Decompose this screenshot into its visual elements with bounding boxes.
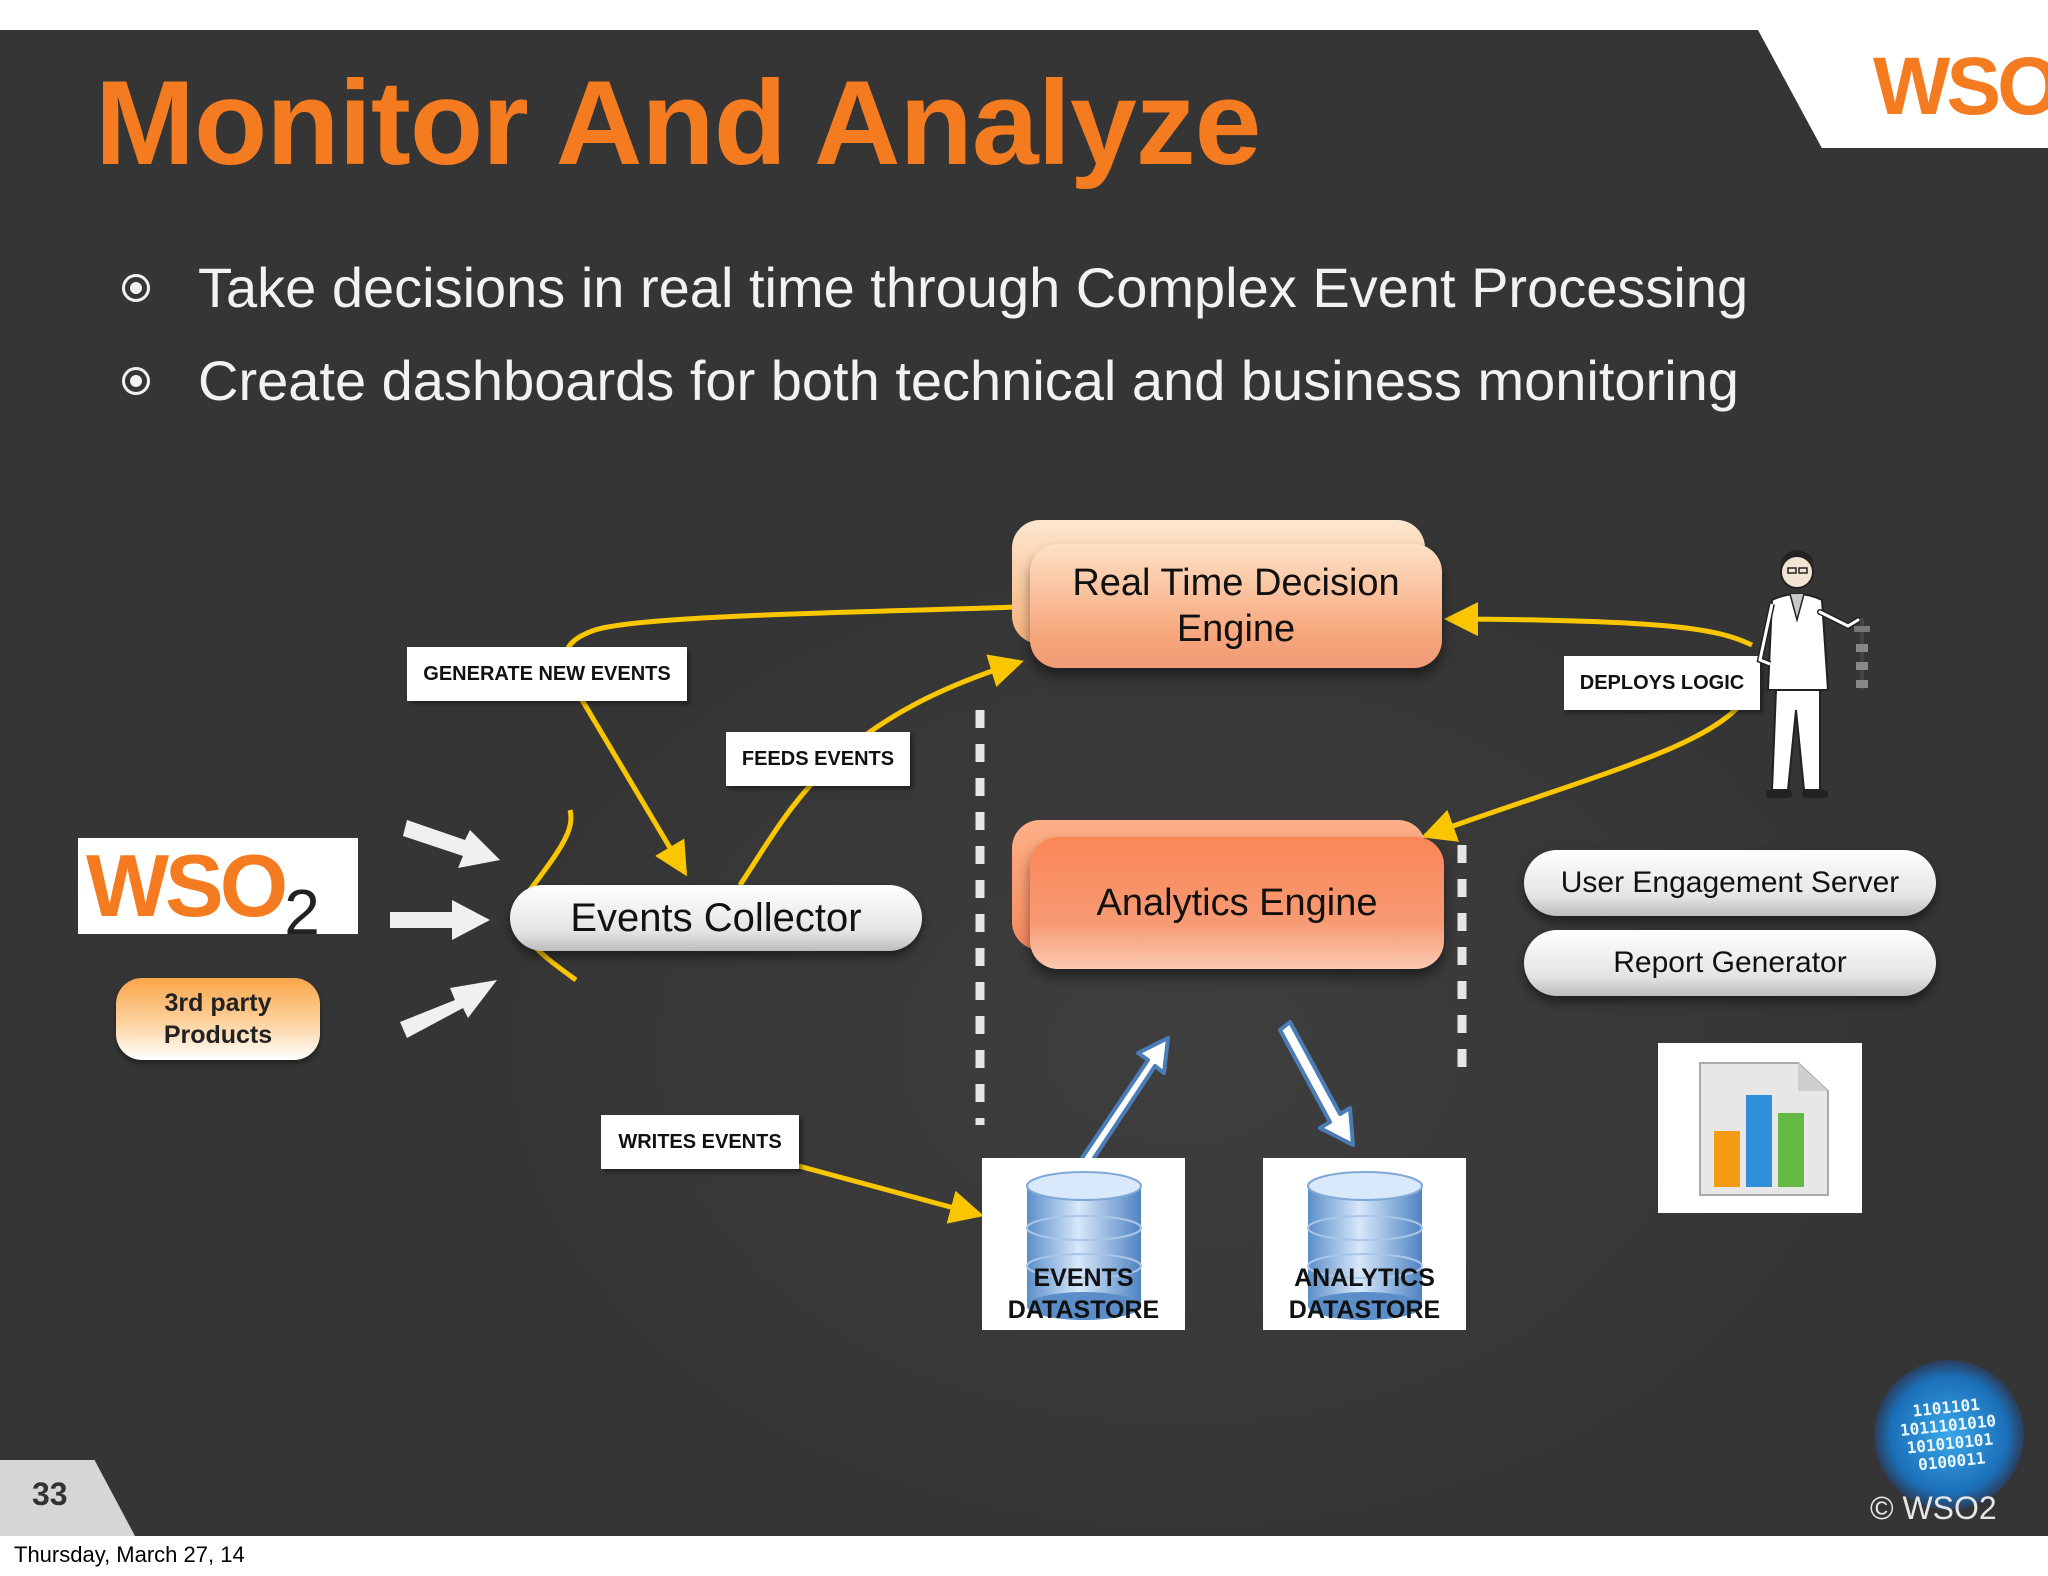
brand-logo: WSO2 (1873, 40, 2048, 148)
page-number: 33 (32, 1476, 68, 1512)
report-chart-icon (1699, 1062, 1829, 1196)
bullet-text-1: Take decisions in real time through Comp… (198, 256, 1749, 319)
analytics-datastore-line2: DATASTORE (1288, 1296, 1441, 1324)
deploys-logic-connector-top (1444, 602, 1754, 648)
analytics-datastore-line1: ANALYTICS (1294, 1264, 1435, 1292)
events-datastore-line2: DATASTORE (1007, 1296, 1160, 1324)
wso2-logo: WSO2 (86, 838, 320, 934)
wso2-logo-subscript: 2 (284, 876, 320, 934)
report-image (1658, 1043, 1862, 1213)
report-generator: Report Generator (1524, 930, 1936, 996)
logo-text: WSO (1873, 41, 2048, 132)
deploys-logic-connector-bottom (1421, 703, 1742, 842)
events-collector-label: Events Collector (570, 895, 862, 940)
analytics-to-datastore-arrow (1278, 1020, 1355, 1147)
wso2-logo-box: WSO2 (78, 838, 358, 934)
analytics-engine: Analytics Engine (1030, 837, 1444, 969)
bullet-text-2: Create dashboards for both technical and… (198, 349, 1739, 412)
analytics-label: Analytics Engine (1096, 882, 1378, 924)
real-time-decision-engine: Real Time Decision Engine (1030, 544, 1442, 668)
database-icon (1307, 1171, 1423, 1320)
events-datastore-label: EVENTS DATASTORE (982, 1262, 1185, 1326)
user-engagement-server: User Engagement Server (1524, 850, 1936, 916)
bullet-icon (122, 366, 150, 395)
analytics-datastore-label: ANALYTICS DATASTORE (1263, 1262, 1466, 1326)
user-engagement-label: User Engagement Server (1560, 866, 1900, 899)
bullet-icon (122, 273, 150, 302)
developer-figure-icon (1756, 550, 1870, 798)
rtde-label: Real Time Decision Engine (1072, 562, 1400, 650)
footer-date: Thursday, March 27, 14 (14, 1542, 245, 1567)
label-feeds-events: FEEDS EVENTS (726, 732, 910, 786)
slide: Monitor And Analyze WSO2 Take decisions … (0, 30, 2048, 1536)
events-datastore: EVENTS DATASTORE (982, 1158, 1185, 1330)
events-collector: Events Collector (510, 885, 922, 951)
analytics-datastore: ANALYTICS DATASTORE (1263, 1158, 1466, 1330)
datastore-to-analytics-arrow (1080, 1036, 1170, 1166)
third-party-label: 3rd party Products (163, 989, 273, 1049)
third-party-products: 3rd party Products (116, 978, 320, 1060)
database-icon (1026, 1171, 1142, 1320)
events-datastore-line1: EVENTS (1033, 1264, 1134, 1292)
bullet-2: Create dashboards for both technical and… (122, 348, 1739, 413)
bullet-1: Take decisions in real time through Comp… (122, 255, 1748, 320)
slide-title: Monitor And Analyze (95, 56, 1261, 190)
inflow-arrow-2 (390, 900, 490, 940)
label-generate-new-events: GENERATE NEW EVENTS (407, 647, 687, 701)
inflow-arrow-3 (400, 980, 497, 1038)
inflow-arrow-1 (403, 820, 500, 868)
label-deploys-logic: DEPLOYS LOGIC (1564, 656, 1760, 710)
report-generator-label: Report Generator (1613, 946, 1847, 979)
writes-events-connector-end (794, 1162, 984, 1224)
label-writes-events: WRITES EVENTS (601, 1115, 799, 1169)
wso2-logo-text: WSO (86, 838, 288, 934)
copyright-text: © WSO2 (1870, 1490, 1997, 1526)
